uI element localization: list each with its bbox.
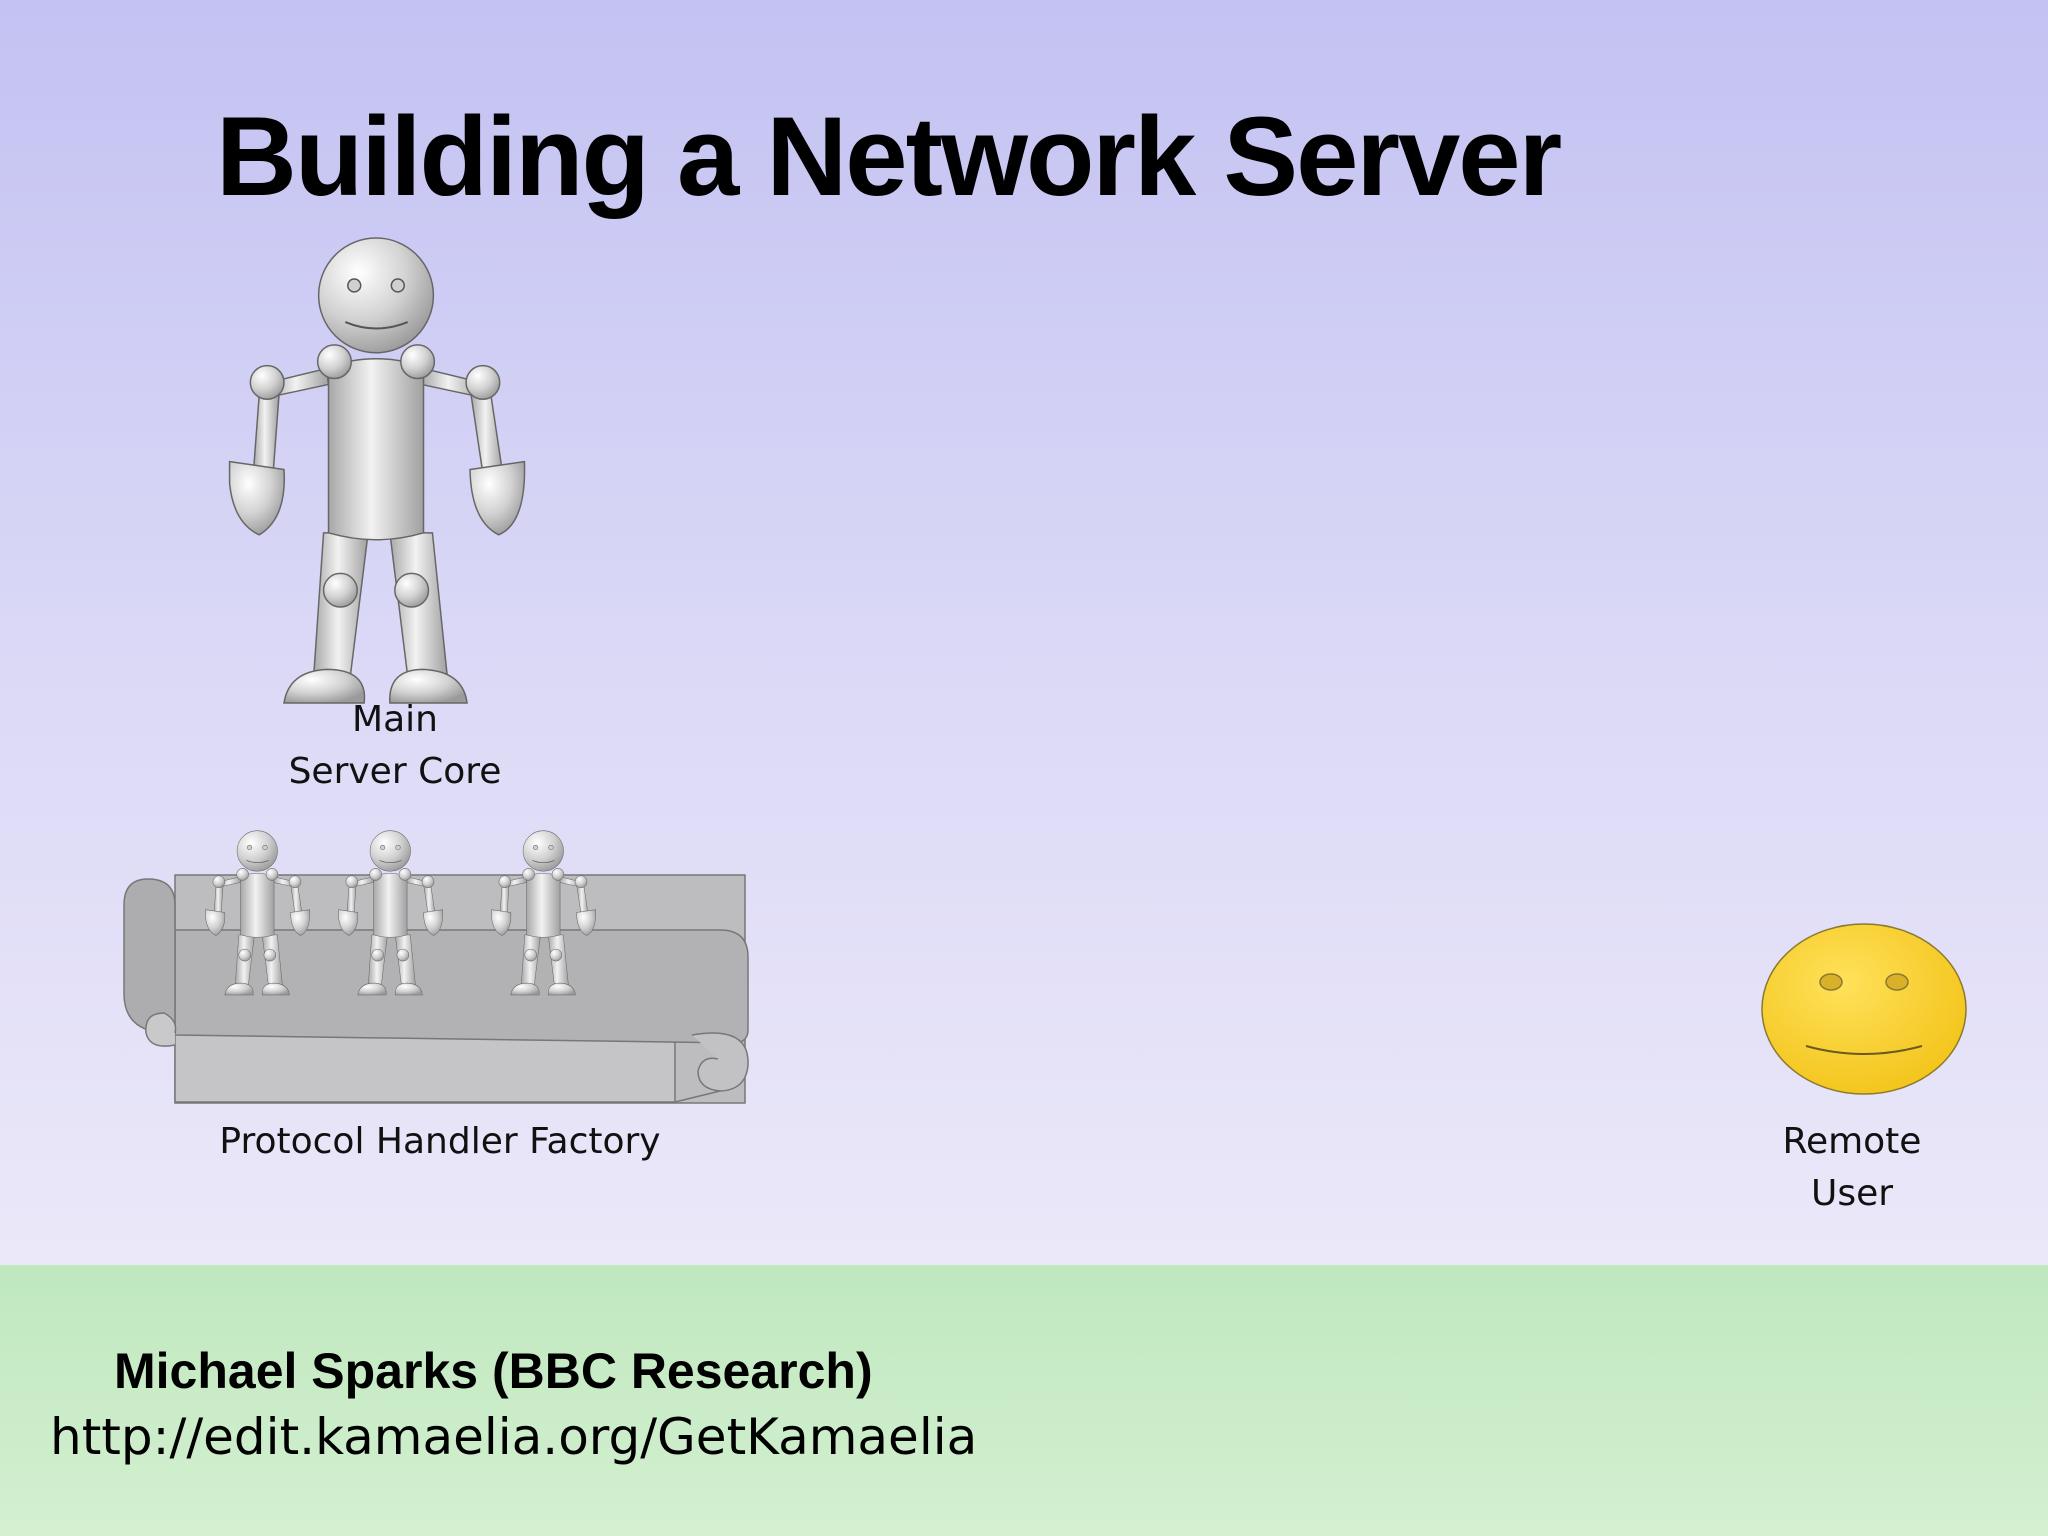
- main-server-core-label: Main Server Core: [245, 694, 545, 798]
- author-credit: Michael Sparks (BBC Research): [114, 1343, 873, 1399]
- remote-user-label: Remote User: [1712, 1116, 1992, 1220]
- remote-user-label-line2: User: [1810, 1173, 1894, 1214]
- factory-worker-robot-icon: [338, 830, 444, 996]
- remote-user-label-line1: Remote: [1782, 1121, 1922, 1162]
- main-server-core-label-line2: Server Core: [288, 751, 502, 792]
- remote-user-smiley-face-icon: [1761, 923, 1967, 1095]
- project-url[interactable]: http://edit.kamaelia.org/GetKamaelia: [50, 1408, 978, 1466]
- factory-worker-robot-icon: [205, 830, 311, 996]
- main-server-core-robot-icon: [228, 236, 526, 705]
- footer-band: [0, 1265, 2048, 1536]
- protocol-handler-factory-label: Protocol Handler Factory: [219, 1121, 661, 1162]
- slide-title: Building a Network Server: [216, 94, 1562, 219]
- factory-worker-robot-icon: [491, 830, 597, 996]
- main-server-core-label-line1: Main: [352, 699, 438, 740]
